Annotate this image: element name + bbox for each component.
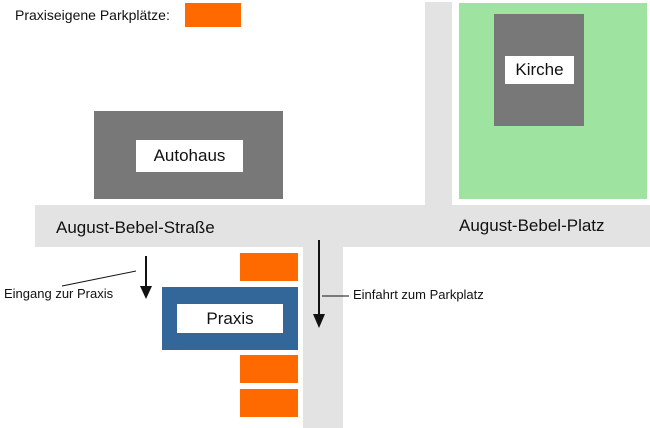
parking-legend-swatch [185, 3, 241, 27]
road-vertical-south [303, 247, 343, 428]
parking-spot [240, 389, 298, 417]
autohaus-label: Autohaus [136, 140, 243, 172]
entrance-leader-line [61, 270, 137, 287]
parking-spot [240, 355, 298, 383]
kirche-label: Kirche [505, 56, 574, 84]
entrance-arrow-icon [140, 256, 152, 299]
road-august-bebel-strasse [35, 205, 650, 247]
parking-spot [240, 253, 298, 281]
entrance-annotation: Eingang zur Praxis [4, 286, 114, 301]
driveway-arrow-icon [313, 240, 325, 328]
street-label-august-bebel-strasse: August-Bebel-Straße [56, 218, 215, 237]
praxis-label: Praxis [177, 304, 283, 333]
driveway-annotation: Einfahrt zum Parkplatz [353, 287, 484, 302]
road-vertical-north [425, 2, 452, 247]
street-label-august-bebel-platz: August-Bebel-Platz [459, 216, 605, 235]
parking-legend-label: Praxiseigene Parkplätze: [15, 7, 170, 23]
